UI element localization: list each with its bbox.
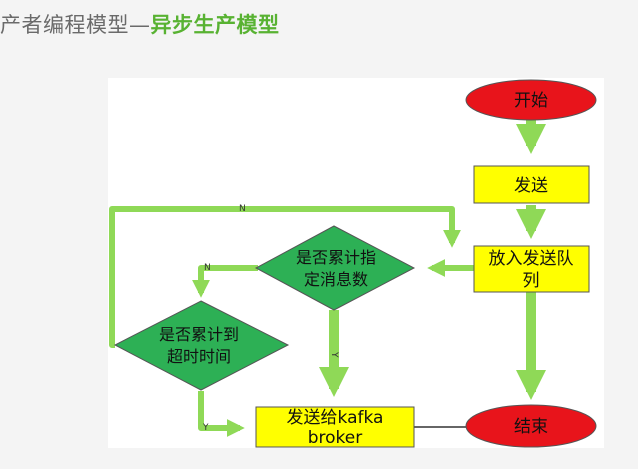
node-start: 开始 (465, 79, 597, 121)
title-accent: 异步生产模型 (150, 13, 280, 37)
title-prefix: 产者编程模型— (0, 13, 151, 37)
node-queue: 放入发送队 列 (473, 245, 590, 293)
node-start-label: 开始 (514, 91, 548, 111)
edge-count-n-to-timeout (192, 265, 258, 298)
edge-label-y-mid: Y (329, 351, 339, 358)
node-count-decision: 是否累计指 定消息数 (254, 225, 416, 311)
node-kafka-label-line2: broker (308, 428, 363, 448)
node-send: 发送 (473, 165, 590, 204)
node-end-label: 结束 (514, 417, 548, 437)
node-kafka: 发送给kafka broker (255, 406, 415, 448)
page-title: 产者编程模型—异步生产模型 (0, 9, 280, 39)
node-timeout-decision: 是否累计到 超时时间 (113, 300, 290, 391)
edge-label-y-bottom: Y (202, 423, 209, 433)
edge-timeout-y-to-kafka (198, 391, 245, 437)
node-kafka-label-line1: 发送给kafka (287, 408, 384, 428)
node-count-decision-line2: 定消息数 (304, 270, 368, 289)
node-count-decision-line1: 是否累计指 (296, 248, 376, 267)
node-timeout-decision-line2: 超时时间 (167, 347, 231, 366)
node-queue-label-line2: 列 (523, 271, 540, 291)
node-send-label: 发送 (514, 176, 548, 196)
edges (109, 117, 546, 437)
edge-label-n-top: N (239, 204, 246, 214)
node-queue-label-line1: 放入发送队 (489, 249, 574, 269)
node-timeout-decision-line1: 是否累计到 (159, 325, 239, 344)
edge-label-n-mid: N (204, 263, 211, 273)
node-end: 结束 (465, 404, 597, 448)
edge-timeout-n-loop (109, 206, 461, 348)
